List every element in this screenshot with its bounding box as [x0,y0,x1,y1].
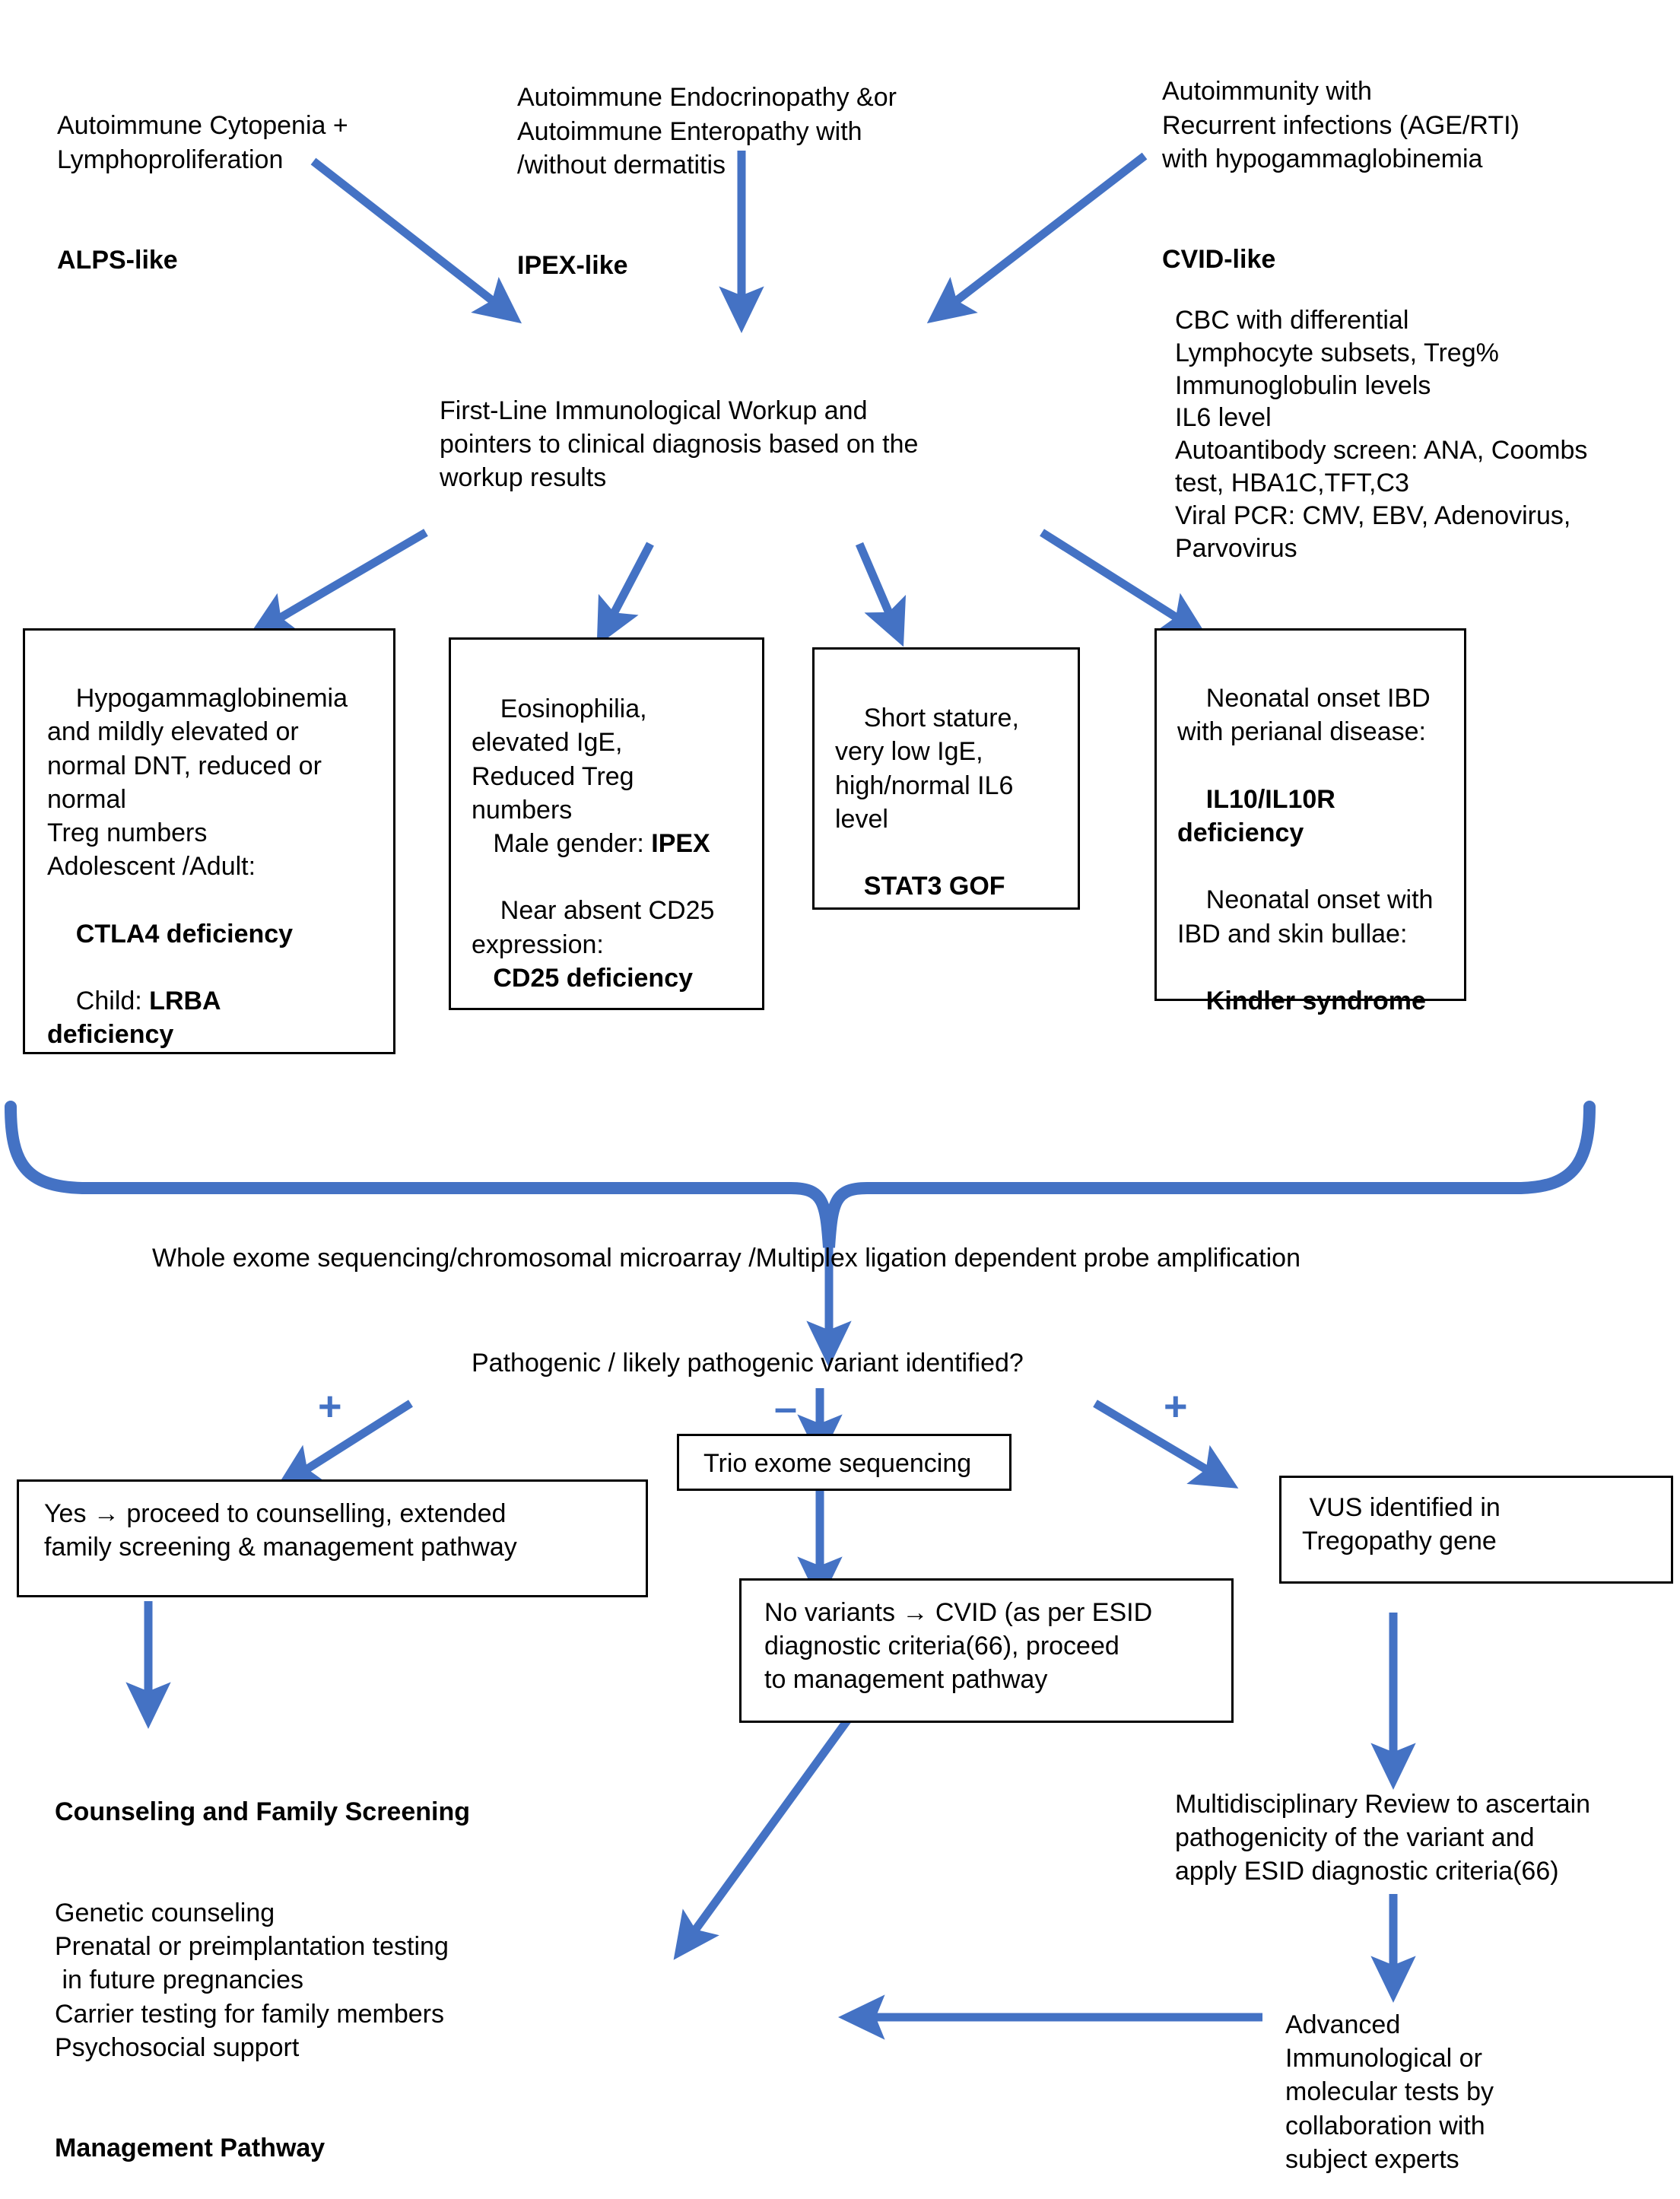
il10-bold1: IL10/IL10R deficiency [1177,784,1343,847]
brace-connector [5,1101,1596,1248]
il10-bold2: Kindler syndrome [1205,986,1426,1015]
arrow-decision-to-yes [275,1400,413,1489]
arrow-workup-to-box1 [248,529,428,637]
trio-exome-label: Trio exome sequencing [703,1449,972,1478]
result-box-ctla4-lrba [23,628,395,1054]
ctla4-bold1: CTLA4 deficiency [75,919,294,949]
workup-title: First-Line Immunological Workup and poin… [440,396,919,493]
entry-alps-label: ALPS-like [57,246,178,275]
no-variants-label: No variants → CVID (as per ESID diagnost… [764,1598,1153,1695]
stat3-bold1: STAT3 GOF [863,872,1005,901]
result-box-stat3-gof [812,647,1080,910]
ctla4-bold2: LRBA deficiency [47,986,221,1050]
result-box-il10-kindler [1154,628,1466,1001]
arrow-workup-to-box2 [596,542,654,647]
no-variants-box [739,1578,1234,1723]
yes-proceed-label: Yes → proceed to counselling, extended f… [44,1499,517,1562]
ipex-bold2: CD25 deficiency [493,963,694,993]
arrow-cvid-to-workup [926,152,1148,324]
arrow-workup-to-box3 [855,542,907,647]
yes-proceed-box [17,1479,648,1597]
branch-sign-middle-minus: – [774,1385,798,1431]
entry-ipex-like: Autoimmune Endocrinopathy &or Autoimmune… [517,14,973,350]
entry-cvid-like: Autoimmunity with Recurrent infections (… [1162,8,1634,344]
advanced-tests-text: Advanced Immunological or molecular test… [1285,2010,1494,2174]
result-box-ctla4-lrba-text: Hypogammaglobinemia and mildly elevated … [47,648,382,1085]
vus-identified-label: VUS identified in Tregopathy gene [1302,1493,1501,1556]
arrow-workup-to-box4 [1040,529,1208,637]
trio-exome-box [677,1434,1011,1491]
result-box-stat3-gof-text: Short stature, very low IgE, high/normal… [835,668,1071,937]
entry-cvid-label: CVID-like [1162,245,1276,275]
result-box-ipex-cd25-text: Eosinophilia, elevated IgE, Reduced Treg… [472,659,754,1028]
counseling-block: Counseling and Family Screening Genetic … [55,1728,884,2199]
counseling-items: Genetic counseling Prenatal or preimplan… [55,1898,449,2062]
ctla4-plain2: Child: [75,986,150,1015]
management-heading: Management Pathway [55,2134,326,2163]
ctla4-plain1: Hypogammaglobinemia and mildly elevated … [47,684,348,882]
sequencing-label: Whole exome sequencing/chromosomal micro… [152,1244,1300,1273]
counseling-heading: Counseling and Family Screening [55,1797,470,1827]
decision-question: Pathogenic / likely pathogenic variant i… [472,1349,1024,1378]
branch-sign-right-plus: + [1164,1384,1188,1429]
result-box-il10-kindler-text: Neonatal onset IBD with perianal disease… [1177,648,1463,1051]
entry-alps-lines: Autoimmune Cytopenia + Lymphoproliferati… [57,111,348,174]
arrow-decision-to-vus [1093,1400,1239,1489]
il10-plain1: Neonatal onset IBD with perianal disease… [1177,684,1431,747]
ipex-plain1: Eosinophilia, elevated IgE, Reduced Treg… [472,694,647,858]
result-box-ipex-cd25 [449,637,764,1010]
stat3-plain1: Short stature, very low IgE, high/normal… [835,704,1019,834]
entry-cvid-lines: Autoimmunity with Recurrent infections (… [1162,77,1520,173]
ipex-plain2: Near absent CD25 expression: [472,896,715,959]
ipex-bold1: IPEX [651,828,710,858]
mdt-review-text: Multidisciplinary Review to ascertain pa… [1175,1790,1591,1886]
vus-identified-box [1279,1476,1673,1584]
entry-ipex-lines: Autoimmune Endocrinopathy &or Autoimmune… [517,83,897,180]
entry-ipex-label: IPEX-like [517,251,628,281]
branch-sign-left-plus: + [318,1384,342,1429]
workup-test-list: CBC with differential Lymphocyte subsets… [1175,306,1588,563]
il10-plain2: Neonatal onset with IBD and skin bullae: [1177,885,1434,949]
entry-alps-like: Autoimmune Cytopenia + Lymphoproliferati… [57,42,422,345]
